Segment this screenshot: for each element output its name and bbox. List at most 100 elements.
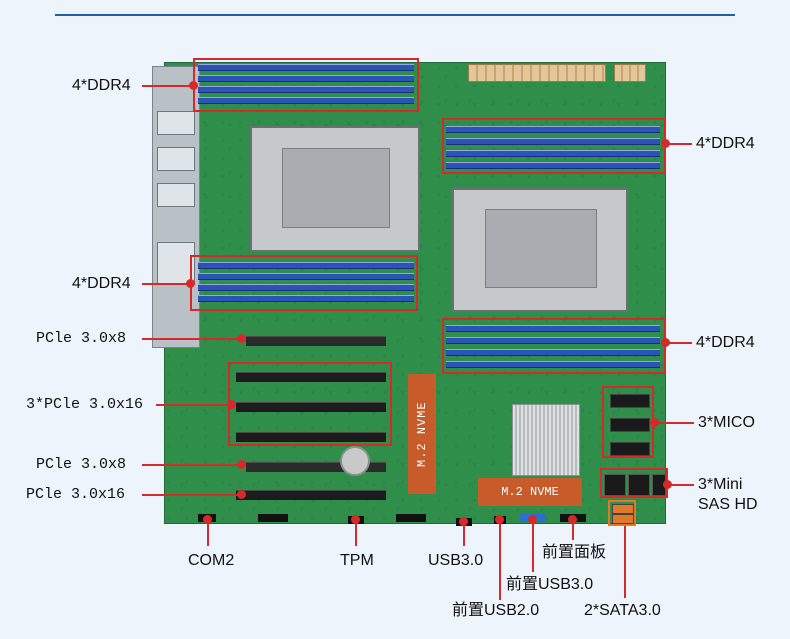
leader-dot	[459, 517, 468, 526]
label-pcie-x8-bottom: PCle 3.0x8	[36, 456, 127, 473]
leader-line	[532, 522, 534, 572]
dimm-slot	[198, 64, 414, 71]
chipset-heatsink	[512, 404, 580, 476]
mico-connector	[610, 418, 650, 432]
label-com2: COM2	[188, 552, 235, 569]
m2-label-vertical: M.2 NVME	[415, 401, 429, 467]
leader-dot	[650, 418, 659, 427]
mico-connector	[610, 442, 650, 456]
label-front-usb2: 前置USB2.0	[452, 602, 540, 619]
label-ddr-top-right: 4*DDR4	[696, 135, 755, 152]
io-port	[157, 111, 195, 135]
io-port	[157, 147, 195, 171]
vga-port	[157, 242, 195, 284]
leader-line	[463, 524, 465, 546]
dimm-slot	[446, 162, 660, 169]
dimm-slot	[446, 126, 660, 133]
dimm-slot	[446, 361, 660, 368]
header-divider	[55, 14, 735, 16]
leader-line	[355, 522, 357, 546]
label-ddr-mid-left: 4*DDR4	[72, 275, 131, 292]
dimm-slot	[198, 86, 414, 93]
label-pcie-x16-bottom: PCle 3.0x16	[26, 486, 126, 503]
leader-line	[142, 338, 242, 340]
m2-slot-horizontal: M.2 NVME	[478, 478, 582, 506]
leader-line	[666, 342, 692, 344]
leader-line	[142, 85, 196, 87]
leader-line	[142, 494, 242, 496]
leader-line	[156, 404, 232, 406]
dimm-slot	[198, 273, 414, 280]
dimm-slot	[198, 75, 414, 82]
pcie-slot-x16	[236, 402, 386, 412]
dimm-slot	[198, 97, 414, 104]
leader-line	[207, 522, 209, 546]
leader-dot	[495, 515, 504, 524]
leader-dot	[189, 81, 198, 90]
pcie-slot-x16	[236, 372, 386, 382]
leader-dot	[661, 139, 670, 148]
socket-lid	[281, 147, 391, 228]
leader-dot	[227, 400, 236, 409]
label-sata: 2*SATA3.0	[584, 602, 661, 619]
leader-dot	[203, 515, 212, 524]
leader-dot	[186, 279, 195, 288]
leader-line	[666, 143, 692, 145]
sata-connector	[612, 514, 634, 524]
io-port	[157, 183, 195, 207]
leader-dot	[528, 515, 537, 524]
leader-line	[624, 526, 626, 598]
label-sas-line2: SAS HD	[698, 496, 758, 513]
leader-dot	[663, 480, 672, 489]
label-front-panel: 前置面板	[542, 544, 607, 561]
mini-sas-connector	[628, 474, 650, 496]
leader-dot	[237, 334, 246, 343]
leader-dot	[661, 338, 670, 347]
bottom-header	[258, 514, 288, 522]
leader-dot	[237, 460, 246, 469]
dimm-slot	[198, 262, 414, 269]
label-usb3: USB3.0	[428, 552, 484, 569]
mini-sas-connector	[604, 474, 626, 496]
pcie-slot-x16	[236, 490, 386, 500]
leader-line	[572, 522, 574, 540]
label-pcie-x16-group: 3*PCle 3.0x16	[26, 396, 144, 413]
atx-power-connector	[468, 64, 606, 82]
dimm-slot	[446, 325, 660, 332]
socket-lid	[484, 209, 598, 288]
label-front-usb3: 前置USB3.0	[506, 576, 594, 593]
label-ddr-mid-right: 4*DDR4	[696, 334, 755, 351]
leader-line	[499, 522, 501, 600]
bottom-header	[396, 514, 426, 522]
leader-line	[142, 464, 242, 466]
mico-connector	[610, 394, 650, 408]
cpu-socket-1	[250, 126, 420, 252]
rear-io-panel	[152, 66, 200, 348]
leader-dot	[237, 490, 246, 499]
label-mico: 3*MICO	[698, 414, 755, 431]
dimm-slot	[446, 349, 660, 356]
pcie-slot-x8	[246, 462, 386, 472]
label-ddr-top-left: 4*DDR4	[72, 77, 131, 94]
label-tpm: TPM	[340, 552, 374, 569]
label-pcie-x8-top: PCle 3.0x8	[36, 330, 127, 347]
cmos-battery	[340, 446, 370, 476]
dimm-slot	[446, 138, 660, 145]
leader-dot	[568, 515, 577, 524]
dimm-slot	[198, 295, 414, 302]
leader-line	[654, 422, 694, 424]
sata-connector	[612, 504, 634, 514]
leader-line	[668, 484, 694, 486]
m2-slot-vertical: M.2 NVME	[408, 374, 436, 494]
cpu-socket-2	[452, 188, 628, 312]
pcie-slot-x8	[246, 336, 386, 346]
dimm-slot	[446, 337, 660, 344]
leader-line	[142, 283, 192, 285]
pcie-slot-x16	[236, 432, 386, 442]
cpu-power-connector	[614, 64, 646, 82]
m2-label-horizontal: M.2 NVME	[501, 485, 559, 499]
leader-dot	[351, 515, 360, 524]
dimm-slot	[198, 284, 414, 291]
label-sas-line1: 3*Mini	[698, 476, 743, 493]
dimm-slot	[446, 150, 660, 157]
